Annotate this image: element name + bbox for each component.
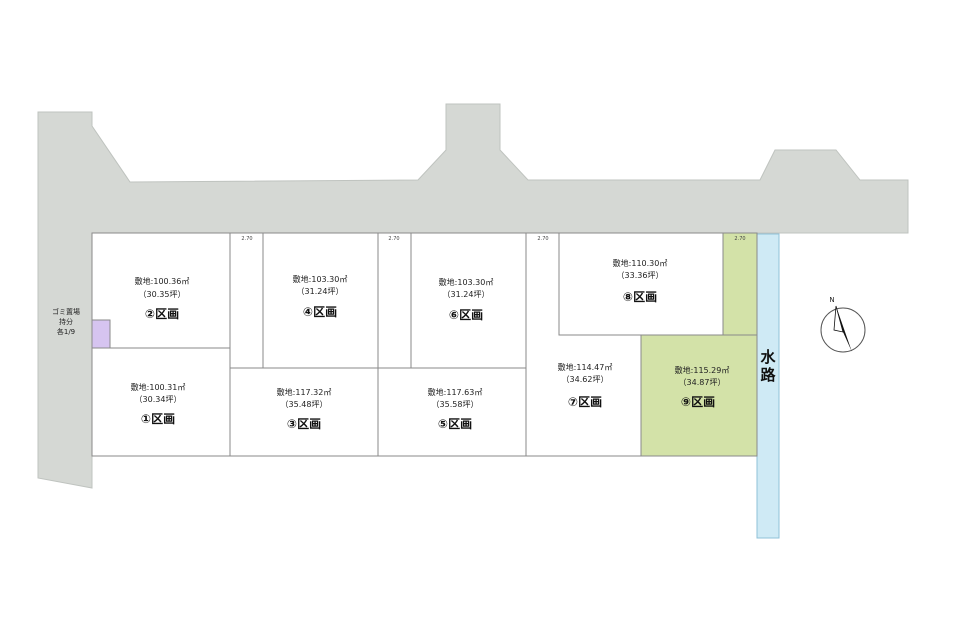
lot-1-tsubo: （30.34坪） xyxy=(135,395,182,404)
garbage-share-value: 各1/9 xyxy=(57,327,75,336)
lot-9-number: ⑨区画 xyxy=(681,395,715,409)
lot-1-area: 敷地:100.31㎡ xyxy=(131,382,186,392)
lot-5-tsubo: （35.58坪） xyxy=(432,400,479,409)
lot-3-number: ③区画 xyxy=(287,417,321,431)
path-1 xyxy=(229,232,264,369)
lot-4-area: 敷地:103.30㎡ xyxy=(293,274,348,284)
path-width-label-3: 2.70 xyxy=(537,236,548,242)
waterway-label-1: 水 xyxy=(760,348,776,366)
lot-7-number: ⑦区画 xyxy=(568,395,602,409)
lot-9[interactable] xyxy=(640,334,758,457)
lot-7-area: 敷地:114.47㎡ xyxy=(558,362,613,372)
north-label: N xyxy=(829,296,834,304)
lot-9-tsubo: （34.87坪） xyxy=(679,378,726,387)
lot-7-tsubo: （34.62坪） xyxy=(562,375,609,384)
lot-2-tsubo: （30.35坪） xyxy=(139,290,186,299)
garbage-area[interactable] xyxy=(91,319,111,349)
lot-5-number: ⑤区画 xyxy=(438,417,472,431)
lot-8-area: 敷地:110.30㎡ xyxy=(613,258,668,268)
waterway-label-2: 路 xyxy=(760,366,776,384)
lot-3-tsubo: （35.48坪） xyxy=(281,400,328,409)
lot-6-number: ⑥区画 xyxy=(449,308,483,322)
lot-8-tsubo: （33.36坪） xyxy=(617,271,664,280)
lot-2-area: 敷地:100.36㎡ xyxy=(135,276,190,286)
lot-6-area: 敷地:103.30㎡ xyxy=(439,277,494,287)
lot-3[interactable] xyxy=(229,367,379,457)
lot-1-number: ①区画 xyxy=(141,412,175,426)
lot-3-area: 敷地:117.32㎡ xyxy=(277,387,332,397)
lot-8[interactable] xyxy=(558,232,724,336)
path-width-label-4: 2.70 xyxy=(734,236,745,242)
path-2 xyxy=(377,232,412,369)
path-4 xyxy=(722,232,758,336)
lot-4-tsubo: （31.24坪） xyxy=(297,287,344,296)
lot-9-area: 敷地:115.29㎡ xyxy=(675,365,730,375)
lot-5-area: 敷地:117.63㎡ xyxy=(428,387,483,397)
north-arrow-icon: N xyxy=(820,296,866,353)
lot-6[interactable] xyxy=(410,232,527,369)
lot-8-number: ⑧区画 xyxy=(623,290,657,304)
lot-2-number: ②区画 xyxy=(145,307,179,321)
lot-4[interactable] xyxy=(262,232,379,369)
lot-4-number: ④区画 xyxy=(303,305,337,319)
garbage-share-label: 持分 xyxy=(59,317,73,326)
lot-5[interactable] xyxy=(377,367,527,457)
path-width-label-1: 2.70 xyxy=(241,236,252,242)
path-width-label-2: 2.70 xyxy=(388,236,399,242)
garbage-label: ゴミ置場 xyxy=(52,307,80,316)
lot-6-tsubo: （31.24坪） xyxy=(443,290,490,299)
waterway xyxy=(756,233,780,539)
